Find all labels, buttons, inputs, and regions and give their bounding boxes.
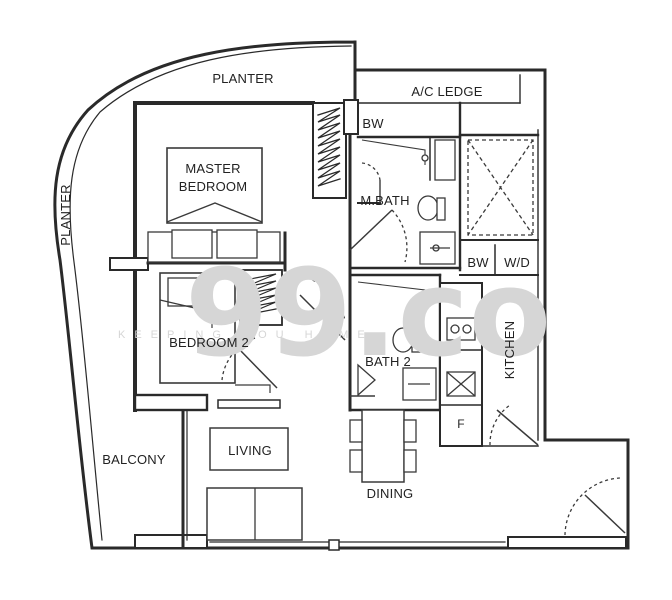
label-master-bath: M.BATH	[360, 193, 409, 208]
label-bedroom-2: BEDROOM 2	[169, 335, 249, 350]
label-ac-ledge: A/C LEDGE	[411, 84, 482, 99]
watermark: 99.co KEEPING YOU HOME	[118, 245, 551, 384]
interior-walls	[109, 99, 540, 447]
label-dining: DINING	[367, 486, 414, 501]
label-living: LIVING	[228, 443, 272, 458]
label-washer-dryer: W/D	[504, 255, 530, 270]
label-master-bedroom-line2: BEDROOM	[179, 179, 248, 194]
label-balcony: BALCONY	[102, 452, 166, 467]
fixtures	[147, 139, 626, 541]
label-master-bedroom-line1: MASTER	[185, 161, 240, 176]
label-bath-2: BATH 2	[365, 354, 411, 369]
room-labels: PLANTER PLANTER A/C LEDGE BW MASTER BEDR…	[58, 71, 530, 501]
label-fridge: F	[457, 417, 465, 431]
watermark-brand: 99.co	[185, 245, 551, 384]
label-bw-mid: BW	[467, 255, 489, 270]
watermark-tagline: KEEPING YOU HOME	[118, 329, 374, 341]
label-kitchen: KITCHEN	[502, 321, 517, 379]
label-bw-top: BW	[362, 116, 384, 131]
label-planter-top: PLANTER	[212, 71, 273, 86]
outer-walls	[53, 40, 630, 551]
label-planter-left: PLANTER	[58, 184, 73, 245]
